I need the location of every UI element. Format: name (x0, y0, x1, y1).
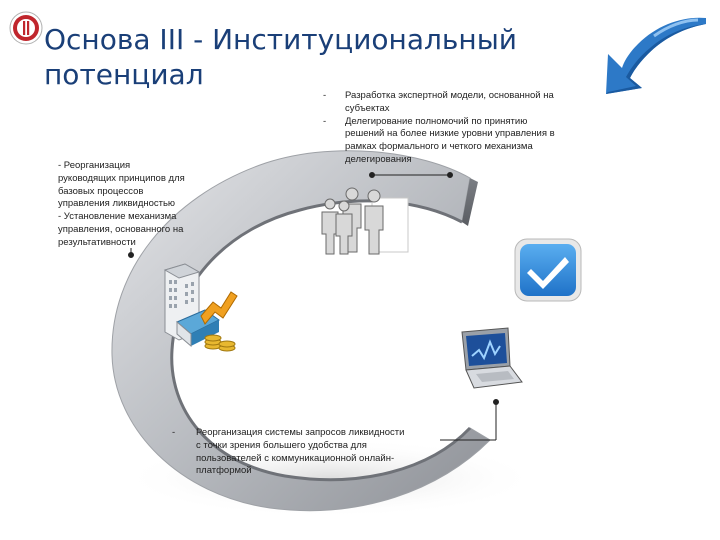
note-left-line: управления, основанного на (58, 223, 184, 235)
note-right-item: Делегирование полномочий по принятию реш… (323, 116, 568, 167)
people-group-icon (321, 187, 409, 255)
laptop-chart-icon (461, 327, 523, 389)
title-line-1: Основа III - Институциональный (44, 23, 518, 56)
note-left-line: базовых процессов (58, 185, 144, 197)
arc-end-face (462, 178, 478, 226)
note-bottom-line: Реорганизация системы запросов ликвиднос… (172, 427, 442, 440)
note-bottom: Реорганизация системы запросов ликвиднос… (172, 427, 442, 478)
connector-lines (128, 172, 499, 441)
note-left-line: руководящих принципов для (58, 172, 185, 184)
note-bottom-line: платформой (196, 465, 252, 477)
note-right-item: Разработка экспертной модели, основанной… (323, 90, 568, 116)
note-left-line: - Установление механизма (58, 211, 177, 223)
note-left-line: результативности (58, 236, 136, 248)
back-arrow-icon[interactable] (588, 14, 710, 102)
note-right-list: Разработка экспертной модели, основанной… (323, 90, 568, 167)
note-bottom-line: пользователей с коммуникационной онлайн- (196, 452, 395, 464)
page-title: Основа III - Институциональный потенциал (44, 22, 614, 92)
emblem-icon (9, 11, 43, 45)
note-left-line: управления ликвидностью (58, 198, 176, 210)
note-bottom-line: с точки зрения большего удобства для (196, 439, 367, 451)
checkmark-icon (514, 238, 582, 302)
arc-inner-edge (170, 199, 472, 482)
building-finance-icon (163, 263, 238, 352)
note-right: Разработка экспертной модели, основанной… (323, 90, 568, 167)
note-left: - Реорганизация руководящих принципов дл… (58, 160, 218, 250)
note-left-line: - Реорганизация (58, 160, 131, 171)
title-line-2: потенциал (44, 58, 204, 91)
